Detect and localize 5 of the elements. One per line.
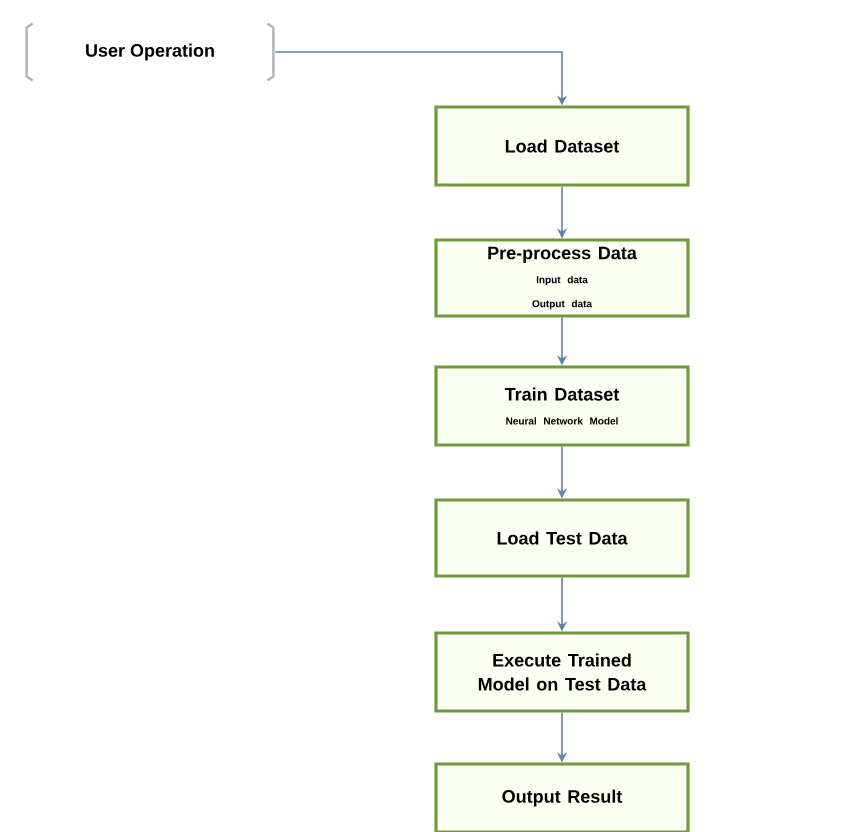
process-box: Output Result (434, 762, 690, 832)
process-box: Load Dataset (434, 105, 690, 187)
process-box: Execute Trained Model on Test Data (434, 631, 690, 713)
process-box: Load Test Data (434, 498, 690, 578)
bracket-label: User Operation (25, 22, 275, 82)
